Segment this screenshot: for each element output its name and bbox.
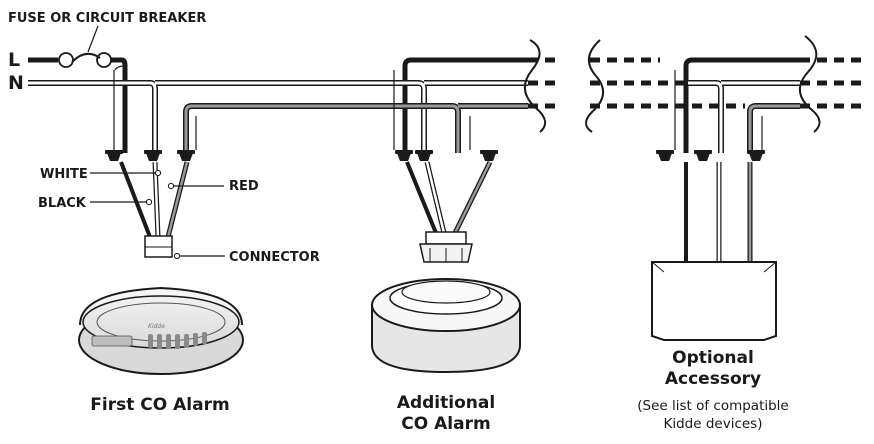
black-label: BLACK xyxy=(38,196,87,211)
optional-caption-line2: Accessory xyxy=(665,369,761,389)
additional-co-alarm-device xyxy=(371,278,521,374)
neutral-wire xyxy=(28,80,866,153)
line-wire xyxy=(28,52,866,153)
red-label: RED xyxy=(229,179,259,194)
accessory-harness xyxy=(684,162,753,262)
alarm-vent-slots xyxy=(148,332,207,349)
white-label: WHITE xyxy=(40,167,88,182)
fuse-terminal-left xyxy=(58,52,74,68)
cable-sheaths xyxy=(113,65,763,150)
optional-note-line1: (See list of compatible xyxy=(637,398,789,414)
brand-mark: Kidde xyxy=(148,323,165,330)
additional-caption-line2: CO Alarm xyxy=(401,414,490,434)
first-alarm-harness xyxy=(119,161,190,260)
breaker-leader xyxy=(87,25,99,53)
optional-note-line2: Kidde devices) xyxy=(664,416,763,432)
first-co-alarm-device: Kidde xyxy=(78,286,244,375)
red-interconnect-wire xyxy=(183,103,866,153)
connector-label: CONNECTOR xyxy=(229,250,320,265)
additional-alarm-harness xyxy=(405,160,493,263)
optional-accessory-device xyxy=(651,261,777,341)
neutral-label: N xyxy=(8,72,24,94)
wire-nuts xyxy=(105,150,765,161)
breaker-label: FUSE OR CIRCUIT BREAKER xyxy=(8,11,206,26)
additional-caption-line1: Additional xyxy=(397,393,495,413)
cable-break-marks xyxy=(524,35,821,133)
fuse-element xyxy=(71,52,101,63)
fuse-terminal-right xyxy=(96,52,112,68)
line-label: L xyxy=(8,49,20,71)
first-alarm-caption: First CO Alarm xyxy=(90,395,229,415)
optional-caption-line1: Optional xyxy=(672,348,754,368)
